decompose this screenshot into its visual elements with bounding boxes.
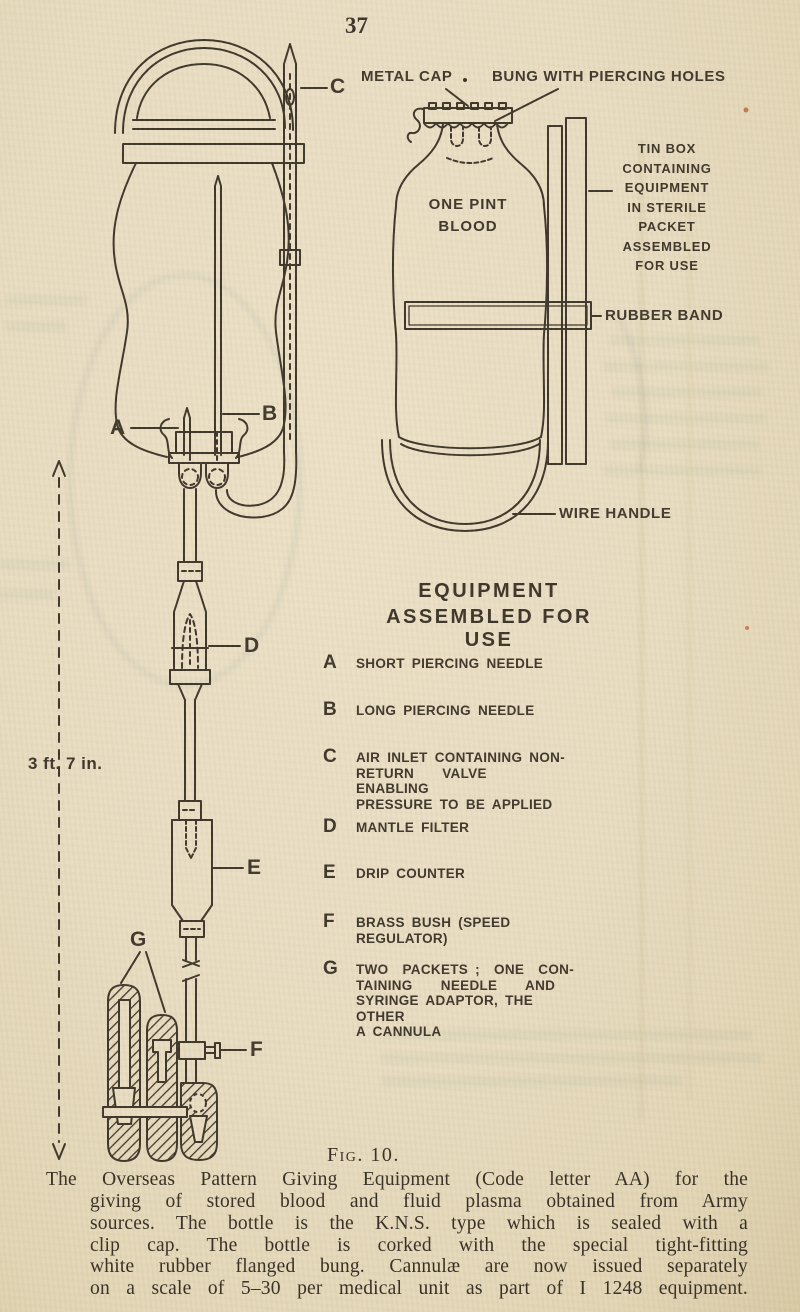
measurement-label: 3 ft. 7 in.	[28, 754, 103, 773]
one-pint-blood-label: ONE PINT BLOOD	[428, 196, 508, 235]
legend-heading-line1: EQUIPMENT	[418, 580, 560, 602]
metal-cap-label: METAL CAP	[361, 68, 453, 85]
legend-letter-c: C	[323, 746, 337, 767]
legend-letter-b: B	[323, 699, 337, 720]
legend-letter-g: G	[323, 958, 338, 979]
diagram-label-c: C	[330, 75, 346, 98]
legend-item-f: BRASS BUSH (SPEED REGULATOR)	[356, 915, 518, 946]
legend-letter-f: F	[323, 911, 335, 932]
diagram-label-f: F	[250, 1038, 263, 1061]
legend-letter-d: D	[323, 816, 337, 837]
legend-item-b: LONG PIERCING NEEDLE	[356, 703, 535, 718]
legend-item-d: MANTLE FILTER	[356, 820, 470, 835]
tin-box-label: TIN BOX CONTAINING EQUIPMENT IN STERILE …	[622, 141, 712, 273]
diagram-label-e: E	[247, 856, 262, 879]
legend-item-a: SHORT PIERCING NEEDLE	[356, 656, 544, 671]
rubber-band-label: RUBBER BAND	[605, 307, 724, 324]
diagram-label-a: A	[110, 416, 126, 439]
paper-fleck	[745, 626, 749, 630]
page-number: 37	[345, 13, 368, 38]
legend-letter-a: A	[323, 652, 337, 673]
legend-letter-e: E	[323, 862, 336, 883]
figure-number: Fig. 10.	[327, 1144, 400, 1166]
bung-label: BUNG WITH PIERCING HOLES	[492, 68, 726, 85]
diagram-label-d: D	[244, 634, 260, 657]
caption-line: clip cap. The bottle is corked with the …	[90, 1235, 748, 1256]
paper-fleck	[743, 107, 749, 113]
caption-line: The Overseas Pattern Giving Equipment (C…	[46, 1169, 748, 1190]
caption-line: sources. The bottle is the K.N.S. type w…	[90, 1213, 748, 1234]
legend-item-e: DRIP COUNTER	[356, 866, 466, 881]
print-dot	[463, 78, 467, 82]
legend-item-g: TWO PACKETS ; ONE CON- TAINING NEEDLE AN…	[356, 962, 574, 1040]
diagram-label-g: G	[130, 928, 147, 951]
caption-line: giving of stored blood and fluid plasma …	[90, 1191, 748, 1212]
legend-heading-line2: ASSEMBLED FOR USE	[386, 606, 592, 651]
wire-handle-label: WIRE HANDLE	[559, 505, 672, 522]
diagram-label-b: B	[262, 402, 278, 425]
caption-line: on a scale of 5–30 per medical unit as p…	[90, 1278, 748, 1299]
caption-line: white rubber flanged bung. Cannulæ are n…	[90, 1256, 748, 1277]
legend-item-c: AIR INLET CONTAINING NON- RETURN VALVE E…	[356, 750, 565, 812]
